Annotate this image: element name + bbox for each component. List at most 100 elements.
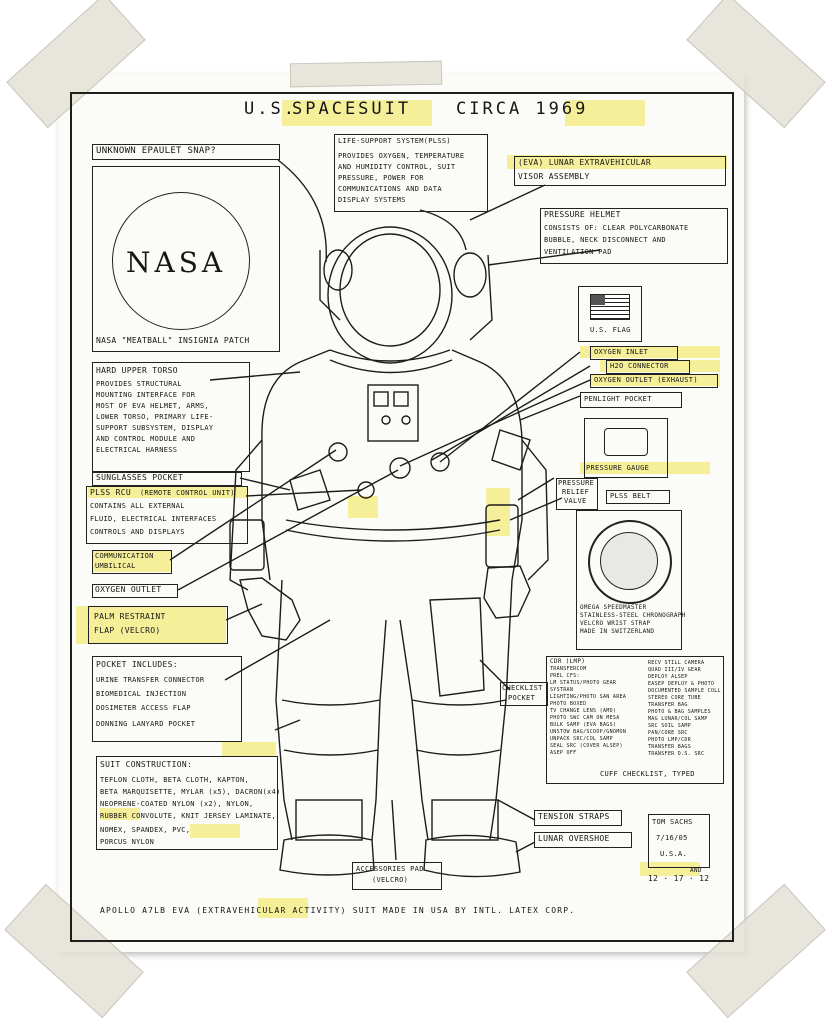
helmet-title: PRESSURE HELMET: [544, 210, 621, 219]
pocket-line: BIOMEDICAL INJECTION: [96, 690, 187, 698]
construction-line: NOMEX, SPANDEX, PVC,: [100, 826, 191, 834]
highlight: [565, 100, 645, 126]
h2o-label: H2O CONNECTOR: [610, 362, 669, 370]
highlight: [640, 862, 700, 876]
helmet-box: [540, 208, 728, 264]
highlight: [580, 346, 720, 358]
watch-icon: [588, 520, 672, 604]
flag-label: U.S. FLAG: [590, 326, 631, 334]
torso-box: [92, 362, 250, 472]
construction-line: RUBBER CONVOLUTE, KNIT JERSEY LAMINATE,: [100, 812, 277, 820]
life-support-line: PROVIDES OXYGEN, TEMPERATURE: [338, 152, 465, 160]
watch-line: OMEGA SPEEDMASTER: [580, 604, 647, 611]
cdr-left-line: SYSTRAN: [550, 687, 574, 693]
oxygen-inlet-label: OXYGEN INLET: [594, 348, 649, 356]
plss-rcu-label: PLSS RCU: [90, 488, 131, 497]
checklist-pocket-label: POCKET: [508, 694, 536, 702]
plss-rcu-note: (REMOTE CONTROL UNIT): [140, 489, 235, 497]
relief-label: VALVE: [564, 497, 587, 505]
construction-line: NEOPRENE-COATED NYLON (x2), NYLON,: [100, 800, 254, 808]
torso-title: HARD UPPER TORSO: [96, 366, 178, 375]
highlight: [92, 550, 172, 572]
helmet-line: VENTILATION PAD: [544, 248, 612, 256]
accessories-box: [352, 862, 442, 890]
oxygen-inlet-box: [590, 346, 678, 360]
eva-visor-label: (EVA) LUNAR EXTRAVEHICULAR: [518, 158, 652, 167]
epaulet-box: [92, 144, 280, 160]
lunar-overshoe-label: LUNAR OVERSHOE: [538, 834, 610, 843]
flag-box: [578, 286, 642, 342]
watch-box: [576, 510, 682, 650]
highlight: [258, 898, 308, 918]
cdr-right-line: PHOTO LMP/CDR: [648, 737, 692, 743]
life-support-line: COMMUNICATIONS AND DATA: [338, 185, 442, 193]
helmet-line: CONSISTS OF: CLEAR POLYCARBONATE: [544, 224, 689, 232]
title-spacesuit: SPACESUIT: [292, 99, 412, 119]
gauge-box: [584, 418, 668, 478]
tension-straps-label: TENSION STRAPS: [538, 812, 610, 821]
cdr-left-line: SEAL SRC (COVER ALSEP): [550, 743, 623, 749]
highlight: [600, 360, 720, 372]
watch-line: VELCRO WRIST STRAP: [580, 620, 651, 627]
plss-rcu-line: FLUID, ELECTRICAL INTERFACES: [90, 515, 217, 523]
cdr-right-line: EASEP DEPLOY & PHOTO: [648, 681, 715, 687]
life-support-line: PRESSURE, POWER FOR: [338, 174, 424, 182]
cdr-left-line: PREL CFS:: [550, 673, 580, 679]
nasa-patch-box: [92, 166, 280, 352]
title-us: U.S.: [244, 99, 297, 119]
footer-caption: APOLLO A7LB EVA (EXTRAVEHICULAR ACTIVITY…: [100, 906, 576, 915]
torso-line: ELECTRICAL HARNESS: [96, 446, 178, 454]
construction-line: BETA MARQUISETTE, MYLAR (x5), DACRON(x4): [100, 788, 281, 796]
cdr-right-line: TRANSFER BAG: [648, 702, 688, 708]
cdr-left-line: LIGHTING/PHOTO SAN AREA: [550, 694, 627, 700]
highlight: [190, 824, 240, 838]
cdr-right-line: TRANSFER BAGS: [648, 744, 692, 750]
penlight-box: [580, 392, 682, 408]
cdr-right-line: STEREO CORE TUBE: [648, 695, 701, 701]
highlight: [222, 742, 276, 756]
plss-rcu-line: CONTROLS AND DISPLAYS: [90, 528, 185, 536]
penlight-label: PENLIGHT POCKET: [584, 395, 652, 403]
title-circa: CIRCA 1969: [456, 99, 589, 119]
oxygen-outlet-right-box: [590, 374, 718, 388]
highlight: [76, 606, 226, 644]
plss-belt-label: PLSS BELT: [610, 492, 651, 500]
torso-line: SUPPORT SUBSYSTEM, DISPLAY: [96, 424, 214, 432]
highlight: [88, 486, 248, 498]
construction-title: SUIT CONSTRUCTION:: [100, 760, 193, 769]
cdr-left-line: LM STATUS/PHOTO GEAR: [550, 680, 617, 686]
drawing-frame: [70, 92, 734, 942]
lunar-overshoe-box: [534, 832, 632, 848]
highlight: [507, 155, 727, 169]
watch-face-icon: [600, 532, 658, 590]
cdr-right-line: QUAD III/IV GEAR: [648, 667, 701, 673]
oxygen-outlet-left-label: OXYGEN OUTLET: [95, 585, 162, 594]
torso-line: PROVIDES STRUCTURAL: [96, 380, 182, 388]
oxygen-outlet-right-label: OXYGEN OUTLET (EXHAUST): [594, 376, 698, 384]
oxygen-outlet-left-box: [92, 584, 178, 598]
cdr-right-line: PHOTO & BAG SAMPLES: [648, 709, 711, 715]
cdr-right-line: RECV STILL CAMERA: [648, 660, 705, 666]
cdr-right-line: MAG LUNAR/COL SAMP: [648, 716, 708, 722]
plss-rcu-box: [86, 486, 248, 544]
cdr-right-line: PAN/CORE SRC: [648, 730, 688, 736]
cdr-left-line: PHOTO SWC CAM ON MESA: [550, 715, 620, 721]
signature-and: AND: [690, 867, 702, 874]
gauge-label: PRESSURE GAUGE: [586, 464, 650, 472]
pocket-line: URINE TRANSFER CONNECTOR: [96, 676, 205, 684]
pocket-line: DOSIMETER ACCESS FLAP: [96, 704, 191, 712]
palm-label: PALM RESTRAINT: [94, 612, 166, 621]
helmet-line: BUBBLE, NECK DISCONNECT AND: [544, 236, 666, 244]
cdr-left-line: UNPACK SRC/COL SAMP: [550, 736, 613, 742]
relief-label: PRESSURE: [558, 479, 595, 487]
highlight: [348, 496, 378, 518]
eva-visor-label: VISOR ASSEMBLY: [518, 172, 590, 181]
sunglasses-box: [92, 472, 242, 486]
h2o-box: [606, 360, 690, 374]
palm-box: [88, 606, 228, 644]
cdr-left-line: PHOTO BOXED: [550, 701, 587, 707]
checklist-pocket-label: CHECKLIST: [502, 684, 543, 692]
life-support-line: AND HUMIDITY CONTROL, SUIT: [338, 163, 456, 171]
accessories-label: (VELCRO): [372, 876, 409, 884]
cdr-left-line: ASEP OFF: [550, 750, 577, 756]
